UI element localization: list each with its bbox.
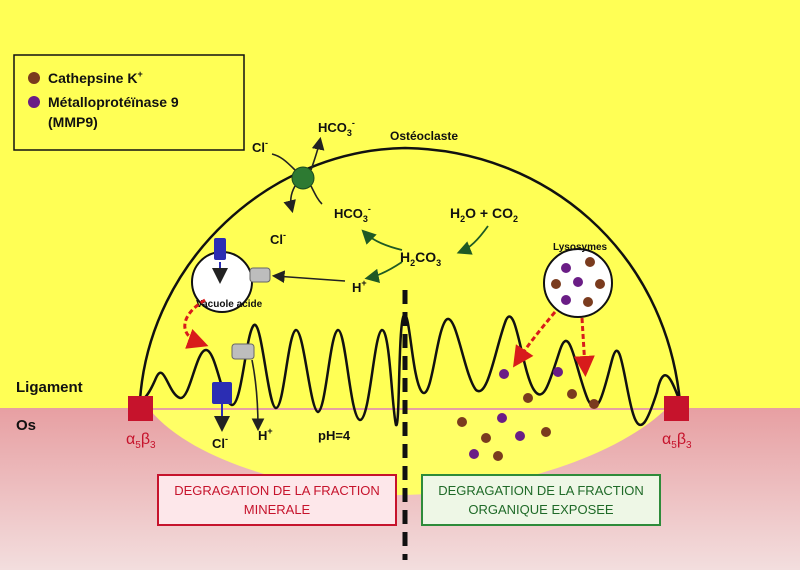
h2co3-to-h-arrow	[364, 261, 403, 283]
integrin-right	[664, 396, 689, 421]
enzyme-cathepsin	[567, 389, 577, 399]
legend-mmp9-dot	[28, 96, 40, 108]
hco3-mid-label: HCO3-	[334, 204, 371, 224]
lysosome-arrow-right	[573, 317, 595, 377]
lysosomes-label: Lysosymes	[553, 242, 608, 253]
svg-text:MINERALE: MINERALE	[244, 502, 311, 517]
integrin-left	[128, 396, 153, 421]
svg-text:ORGANIQUE EXPOSEE: ORGANIQUE EXPOSEE	[468, 502, 614, 517]
ligament-label: Ligament	[16, 379, 83, 396]
lysosomes: Lysosymes	[543, 242, 613, 318]
cl-down-arrow	[283, 185, 296, 214]
enzyme-cathepsin	[457, 417, 467, 427]
integrin-left-label: α5β3	[126, 431, 156, 451]
svg-text:DEGRAGATION DE LA FRACTION: DEGRAGATION DE LA FRACTION	[174, 483, 380, 498]
h2co3-label: H2CO3	[400, 249, 441, 268]
vacuole-exocytosis-arrow	[183, 298, 209, 349]
bone-label: Os	[16, 417, 36, 434]
enzyme-mmp9	[497, 413, 507, 423]
svg-text:DEGRAGATION DE LA FRACTION: DEGRAGATION DE LA FRACTION	[438, 483, 644, 498]
anion-exchanger	[291, 166, 315, 190]
legend-mmp9-label: Métalloprotéïnase 9	[48, 94, 179, 110]
osteoclast-label: Ostéoclaste	[390, 129, 458, 143]
mineral-degradation-box: DEGRAGATION DE LA FRACTION MINERALE	[157, 474, 397, 526]
h-label-top: H+	[352, 278, 367, 295]
osteoclast-membrane	[138, 146, 682, 427]
proton-pump-membrane	[212, 382, 232, 404]
h2o-to-h2co3-arrow	[456, 225, 489, 255]
hco3-top-label: HCO3-	[318, 118, 355, 138]
cl-top-label: Cl-	[252, 138, 268, 155]
lysosome-arrow-left	[513, 311, 557, 368]
enzyme-mmp9	[499, 369, 509, 379]
enzyme-cathepsin	[523, 393, 533, 403]
organic-degradation-box: DEGRAGATION DE LA FRACTION ORGANIQUE EXP…	[421, 474, 661, 526]
h-out-arrow	[251, 359, 265, 432]
h-bottom-label: H+	[258, 426, 273, 443]
legend: Cathepsine K+ Métalloprotéïnase 9 (MMP9)	[13, 54, 245, 151]
cl-bottom-label: Cl-	[212, 434, 228, 451]
enzyme-mmp9	[469, 449, 479, 459]
hco3-out-arrow	[310, 136, 325, 171]
enzyme-cathepsin	[589, 399, 599, 409]
hco3-in-arrow	[310, 185, 323, 205]
h2o-co2-label: H2O + CO2	[450, 205, 518, 224]
enzyme-cathepsin	[493, 451, 503, 461]
cl-in-arrow	[271, 153, 296, 171]
ph-label: pH=4	[318, 428, 351, 443]
h2co3-to-hco3-arrow	[361, 229, 403, 251]
channel-membrane	[231, 343, 255, 360]
integrin-right-label: α5β3	[662, 431, 692, 451]
vacuole-label: Vacuole acide	[196, 299, 263, 310]
channel-vacuole	[249, 267, 271, 283]
legend-cathepsin-dot	[28, 72, 40, 84]
legend-mmp9-label-2: (MMP9)	[48, 114, 98, 130]
enzyme-cathepsin	[481, 433, 491, 443]
enzyme-mmp9	[553, 367, 563, 377]
cl-mid-label: Cl-	[270, 230, 286, 247]
proton-pump-vacuole	[214, 238, 226, 260]
legend-cathepsin-label: Cathepsine K+	[48, 69, 143, 86]
enzyme-mmp9	[515, 431, 525, 441]
acid-vacuole: Vacuole acide	[191, 238, 346, 313]
enzyme-cathepsin	[541, 427, 551, 437]
